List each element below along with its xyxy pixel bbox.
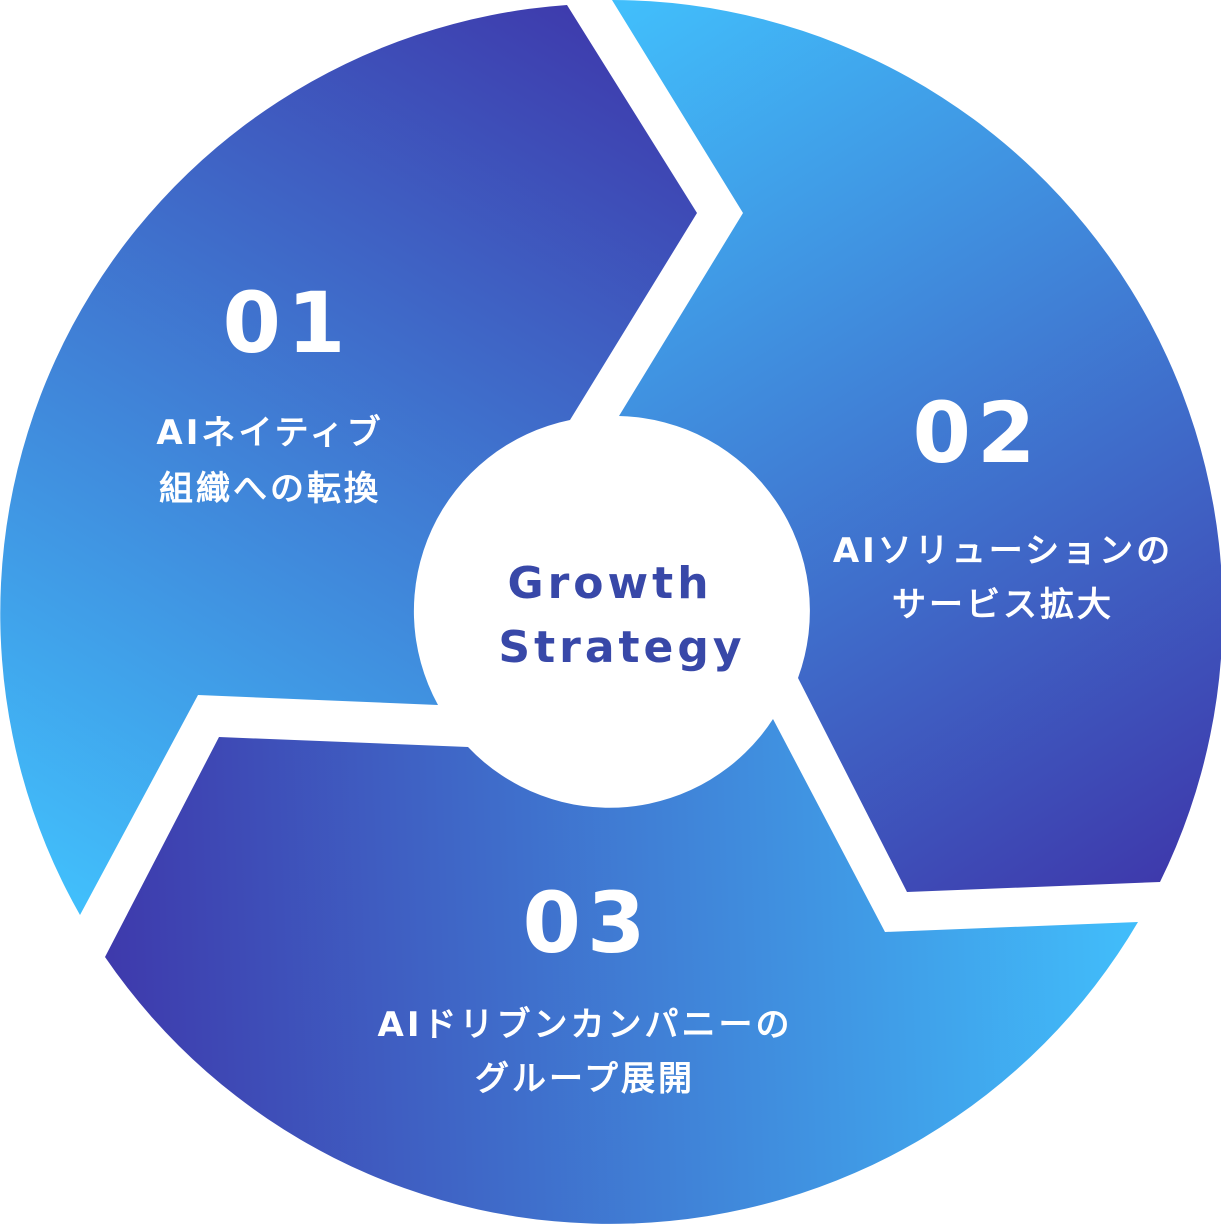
segment-02: 02 AIソリューションの サービス拡大 (612, 0, 1221, 892)
segment-03-shape (105, 719, 1138, 1224)
segment-03-label-line2: グループ展開 (475, 1059, 695, 1099)
segment-02-number: 02 (913, 384, 1042, 482)
segment-02-shape (612, 0, 1221, 892)
segment-03: 03 AIドリブンカンパニーの グループ展開 (105, 719, 1138, 1224)
center-hub: Growth Strategy (416, 419, 804, 807)
segment-01-number: 01 (223, 274, 352, 372)
center-title-line2: Strategy (498, 622, 745, 673)
segment-01-label-line1: AIネイティブ (156, 413, 383, 453)
center-circle (416, 419, 804, 807)
segment-01-shape (0, 5, 698, 915)
center-title-line1: Growth (507, 558, 712, 609)
segment-03-number: 03 (523, 874, 652, 972)
segment-01: 01 AIネイティブ 組織への転換 (0, 5, 698, 915)
segment-02-label-line2: サービス拡大 (892, 585, 1114, 625)
segment-01-label-line2: 組織への転換 (159, 469, 381, 509)
segment-02-label-line1: AIソリューションの (833, 531, 1173, 571)
segment-03-label-line1: AIドリブンカンパニーの (378, 1005, 793, 1045)
